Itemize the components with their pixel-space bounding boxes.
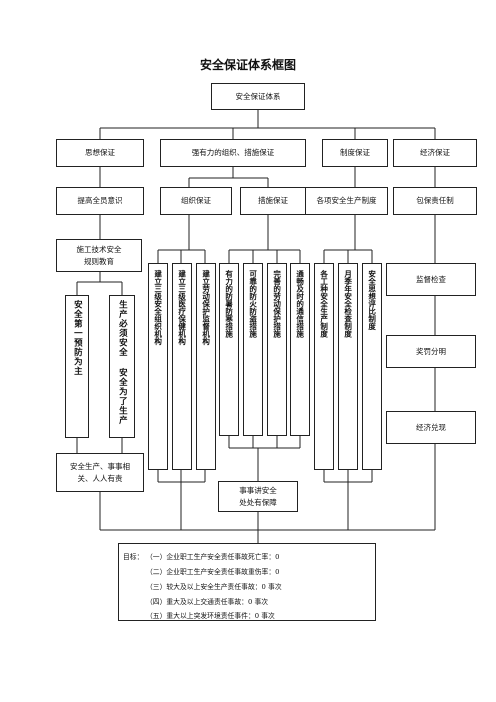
node-measure-2: 可靠的防火防盗措施 bbox=[243, 263, 263, 436]
node-org-measure-3: 建立劳动保护监督机构 bbox=[196, 263, 216, 470]
node-measure-4: 通畅及时的通信措施 bbox=[290, 263, 310, 436]
node-responsibility-system: 包保责任制 bbox=[393, 187, 477, 215]
node-supervision: 监督检查 bbox=[386, 263, 476, 296]
node-safety-systems: 各项安全生产制度 bbox=[305, 187, 388, 215]
education-line-1: 施工技术安全 bbox=[76, 245, 122, 255]
goal-line-3: （三）较大及以上安全生产责任事故：0 事次 bbox=[146, 583, 282, 591]
safety-line-2: 处处有保障 bbox=[239, 497, 277, 507]
node-safety-first: 安全第一预防为主 bbox=[65, 295, 89, 438]
node-org-measure-1: 建立三级安全组织机构 bbox=[148, 263, 168, 470]
node-thought-guarantee: 思想保证 bbox=[56, 139, 144, 167]
responsibility-line-1: 安全生产、事事相 bbox=[70, 462, 130, 472]
node-measure-1: 有力的防暑防寒措施 bbox=[219, 263, 239, 436]
node-awareness: 提高全员意识 bbox=[56, 187, 144, 215]
node-measure-guarantee: 措施保证 bbox=[240, 187, 306, 215]
node-measure-3: 完善的劳动保护措施 bbox=[267, 263, 287, 436]
goal-line-1: （一）企业职工生产安全责任事故死亡率：0 bbox=[146, 553, 280, 561]
education-line-2: 规则教育 bbox=[84, 256, 114, 266]
goal-line-4: （四）重大及以上交通责任事故：0 事次 bbox=[146, 598, 269, 606]
node-system-2: 月季年安全检查制度 bbox=[338, 263, 358, 470]
node-education: 施工技术安全 规则教育 bbox=[56, 239, 142, 272]
node-reward-punish: 奖罚分明 bbox=[386, 335, 476, 368]
goals-box: 目标： （一）企业职工生产安全责任事故死亡率：0 （二）企业职工生产安全责任事故… bbox=[118, 543, 376, 621]
responsibility-line-2: 关、人人有责 bbox=[77, 473, 123, 483]
node-org-measure-guarantee: 强有力的组织、措施保证 bbox=[160, 139, 306, 167]
node-production-safety: 生产必须安全 安全为了生产 bbox=[109, 295, 135, 438]
goals-prefix: 目标： bbox=[123, 553, 144, 561]
safety-line-1: 事事讲安全 bbox=[239, 486, 277, 496]
root-node: 安全保证体系 bbox=[211, 83, 305, 110]
node-system-guarantee: 制度保证 bbox=[322, 139, 388, 167]
node-economic-guarantee: 经济保证 bbox=[393, 139, 477, 167]
goal-line-5: （五）重大以上突发环境责任事件：0 事次 bbox=[146, 612, 275, 620]
node-economic-fulfil: 经济兑现 bbox=[386, 411, 476, 444]
node-everyone-responsible: 安全生产、事事相 关、人人有责 bbox=[56, 453, 144, 492]
node-system-1: 各工种安全生产制度 bbox=[314, 263, 334, 470]
goal-line-2: （二）企业职工生产安全责任事故重伤率：0 bbox=[146, 568, 280, 576]
node-safety-everywhere: 事事讲安全 处处有保障 bbox=[218, 481, 298, 512]
page-title: 安全保证体系框图 bbox=[199, 58, 296, 72]
node-org-measure-2: 建立三级医疗保健机构 bbox=[172, 263, 192, 470]
node-org-guarantee: 组织保证 bbox=[160, 187, 232, 215]
node-system-3: 安全思想评比制度 bbox=[362, 263, 382, 470]
